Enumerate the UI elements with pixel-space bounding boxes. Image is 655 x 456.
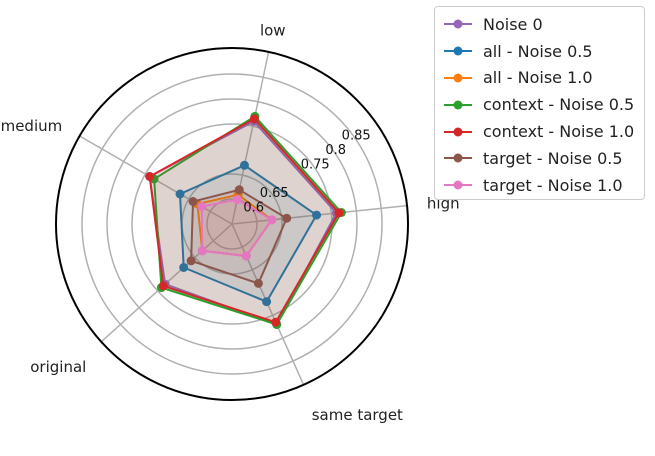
series-fill xyxy=(191,189,287,284)
data-point xyxy=(262,297,272,307)
radar-labels: 0.60.650.750.80.85highlowmediumoriginals… xyxy=(1,21,460,424)
legend-label: Noise 0 xyxy=(483,14,543,34)
data-point xyxy=(179,262,189,272)
legend-label: context - Noise 1.0 xyxy=(483,122,635,142)
data-point xyxy=(271,317,281,327)
radial-tick-label: 0.6 xyxy=(243,200,264,215)
data-point xyxy=(253,278,263,288)
data-point xyxy=(186,256,196,266)
series-line xyxy=(200,198,274,258)
axis-label: same target xyxy=(312,406,403,424)
series-fill xyxy=(149,118,339,323)
data-point xyxy=(232,195,242,205)
legend-label: target - Noise 1.0 xyxy=(483,175,623,195)
legend-label: all - Noise 1.0 xyxy=(483,68,593,88)
legend-item: context - Noise 0.5 xyxy=(435,91,644,118)
series-line xyxy=(148,117,341,324)
axis-label: medium xyxy=(1,117,63,135)
series-fill xyxy=(154,116,342,325)
series-line xyxy=(178,164,318,303)
legend-marker xyxy=(444,127,472,137)
legend-marker xyxy=(444,153,472,163)
data-point xyxy=(249,114,259,124)
radial-grid-circle xyxy=(81,73,383,375)
radial-tick-label: 0.85 xyxy=(342,129,371,144)
axis-label: low xyxy=(260,21,286,39)
legend-label: context - Noise 0.5 xyxy=(483,95,635,115)
data-point xyxy=(312,210,322,220)
data-point xyxy=(334,208,344,218)
data-point xyxy=(241,251,251,261)
legend-item: all - Noise 0.5 xyxy=(435,38,644,65)
radial-grid-circle xyxy=(206,198,258,250)
legend-item: target - Noise 0.5 xyxy=(435,145,644,172)
axis-label: original xyxy=(30,358,86,376)
radial-tick-label: 0.65 xyxy=(260,186,289,201)
data-point xyxy=(267,215,277,225)
data-point xyxy=(197,246,207,256)
legend-item: context - Noise 1.0 xyxy=(435,118,644,145)
legend-item: target - Noise 1.0 xyxy=(435,172,644,199)
radial-grid-circle xyxy=(106,98,358,350)
legend-marker xyxy=(444,73,472,83)
series-line xyxy=(190,188,288,285)
data-point xyxy=(239,160,249,170)
data-point xyxy=(145,172,155,181)
polar-frame xyxy=(55,47,409,401)
radial-tick-label: 0.8 xyxy=(325,143,346,158)
data-point xyxy=(234,185,244,195)
legend-item: Noise 0 xyxy=(435,11,644,38)
data-point xyxy=(197,202,207,211)
legend-label: target - Noise 0.5 xyxy=(483,148,623,168)
data-point xyxy=(158,281,168,291)
data-point xyxy=(188,197,198,206)
legend-marker xyxy=(444,180,472,190)
legend-marker xyxy=(444,100,472,110)
legend-label: all - Noise 0.5 xyxy=(483,41,593,61)
data-point xyxy=(175,189,185,199)
data-point xyxy=(282,213,292,223)
radar-series xyxy=(145,111,346,329)
legend-item: all - Noise 1.0 xyxy=(435,65,644,92)
radial-tick-label: 0.75 xyxy=(301,157,330,172)
legend-marker xyxy=(444,19,472,29)
series-fill xyxy=(201,199,272,256)
chart-legend: Noise 0 all - Noise 0.5 all - Noise 1.0 con… xyxy=(434,6,645,200)
legend-marker xyxy=(444,46,472,56)
